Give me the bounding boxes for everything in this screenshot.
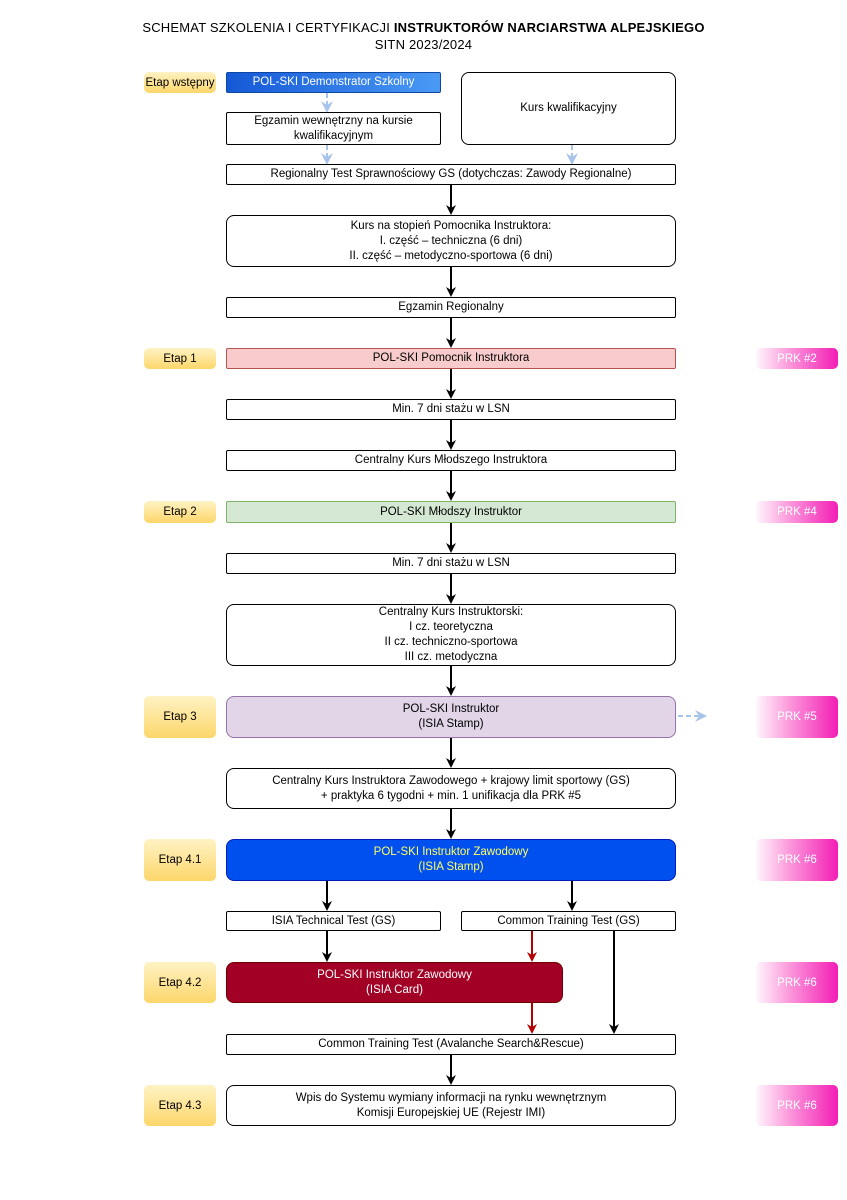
stage-3: Etap 3 xyxy=(144,696,216,738)
text-line: POL-SKI Instruktor Zawodowy xyxy=(373,846,529,858)
box-instruktor: POL-SKI Instruktor (ISIA Stamp) xyxy=(226,696,676,738)
prk-badge-2: PRK #4 xyxy=(756,501,838,523)
box-isia-technical-test: ISIA Technical Test (GS) xyxy=(226,911,441,931)
text-line: II. część – metodyczno-sportowa (6 dni) xyxy=(349,249,553,262)
page-subtitle: SITN 2023/2024 xyxy=(374,37,473,52)
prk-badge-3: PRK #5 xyxy=(756,696,838,738)
prk-badge-4-3: PRK #6 xyxy=(756,1085,838,1126)
text-line: Kurs na stopień Pomocnika Instruktora: xyxy=(350,219,552,232)
box-kurs-mlodszego: Centralny Kurs Młodszego Instruktora xyxy=(226,450,676,471)
text-line: Centralny Kurs Instruktorski: xyxy=(378,606,524,618)
box-avalanche-test: Common Training Test (Avalanche Search&R… xyxy=(226,1034,676,1055)
text-line: I. część – techniczna (6 dni) xyxy=(379,234,523,247)
box-pomocnik-instruktora: POL-SKI Pomocnik Instruktora xyxy=(226,348,676,369)
box-kurs-zawodowy: Centralny Kurs Instruktora Zawodowego + … xyxy=(226,768,676,809)
text-line: + praktyka 6 tygodni + min. 1 unifikacja… xyxy=(320,789,582,802)
text-line: Wpis do Systemu wymiany informacji na ry… xyxy=(295,1091,607,1104)
box-kurs-instruktorski: Centralny Kurs Instruktorski: I cz. teor… xyxy=(226,604,676,666)
box-kurs-pomocnika: Kurs na stopień Pomocnika Instruktora: I… xyxy=(226,215,676,267)
text-line: (ISIA Card) xyxy=(366,983,423,996)
box-common-training-test: Common Training Test (GS) xyxy=(461,911,676,931)
box-regionalny-test: Regionalny Test Sprawnościowy GS (dotych… xyxy=(226,164,676,185)
title-bold: INSTRUKTORÓW NARCIARSTWA ALPEJSKIEGO xyxy=(393,20,705,35)
prk-badge-4-2: PRK #6 xyxy=(756,962,838,1003)
box-demonstrator: POL-SKI Demonstrator Szkolny xyxy=(226,72,441,93)
box-egzamin-regionalny: Egzamin Regionalny xyxy=(226,297,676,318)
text-line: I cz. teoretyczna xyxy=(409,621,493,633)
text-line: III cz. metodyczna xyxy=(404,651,498,663)
stage-4-2: Etap 4.2 xyxy=(144,962,216,1003)
box-staz-2: Min. 7 dni stażu w LSN xyxy=(226,553,676,574)
text-line: POL-SKI Instruktor Zawodowy xyxy=(317,968,472,981)
stage-wstepny: Etap wstępny xyxy=(144,72,216,93)
box-zawodowy-card: POL-SKI Instruktor Zawodowy (ISIA Card) xyxy=(226,962,563,1003)
prk-badge-4-1: PRK #6 xyxy=(756,839,838,881)
text-line: (ISIA Stamp) xyxy=(418,718,484,730)
prk-badge-1: PRK #2 xyxy=(756,348,838,369)
box-staz-1: Min. 7 dni stażu w LSN xyxy=(226,399,676,420)
box-kurs-kwalifikacyjny: Kurs kwalifikacyjny xyxy=(461,72,676,145)
text-line: Komisji Europejskiej UE (Rejestr IMI) xyxy=(356,1106,546,1119)
text-line: Egzamin wewnętrzny na kursie xyxy=(254,114,413,127)
text-line: kwalifikacyjnym xyxy=(293,129,374,142)
text-line: POL-SKI Instruktor xyxy=(402,703,500,715)
stage-1: Etap 1 xyxy=(144,348,216,369)
stage-4-1: Etap 4.1 xyxy=(144,839,216,881)
box-zawodowy-stamp: POL-SKI Instruktor Zawodowy (ISIA Stamp) xyxy=(226,839,676,881)
box-mlodszy-instruktor: POL-SKI Młodszy Instruktor xyxy=(226,501,676,523)
text-line: (ISIA Stamp) xyxy=(418,861,484,873)
box-egzamin-wewnetrzny: Egzamin wewnętrzny na kursie kwalifikacy… xyxy=(226,112,441,145)
box-rejestr-imi: Wpis do Systemu wymiany informacji na ry… xyxy=(226,1085,676,1126)
stage-2: Etap 2 xyxy=(144,501,216,523)
stage-4-3: Etap 4.3 xyxy=(144,1085,216,1126)
title-prefix: SCHEMAT SZKOLENIA I CERTYFIKACJI xyxy=(142,20,394,35)
text-line: II cz. techniczno-sportowa xyxy=(384,636,518,648)
text-line: Centralny Kurs Instruktora Zawodowego + … xyxy=(272,774,630,787)
page-title: SCHEMAT SZKOLENIA I CERTYFIKACJI INSTRUK… xyxy=(0,20,847,35)
